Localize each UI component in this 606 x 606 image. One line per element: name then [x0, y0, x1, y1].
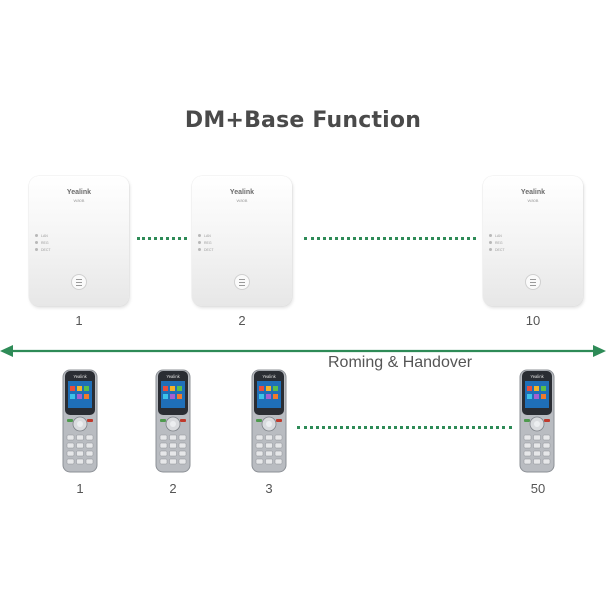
led-indicator: REG: [489, 239, 505, 246]
led-indicator: LAN: [35, 232, 51, 239]
base-station-2: Yealink W80B LAN REG DECT: [192, 176, 292, 306]
handset-50: Yealink: [519, 369, 555, 473]
led-indicator: LAN: [198, 232, 214, 239]
led-indicator: DECT: [35, 246, 51, 253]
arrow-head-right-icon: [593, 345, 606, 357]
base-model: W80B: [73, 198, 85, 203]
base-number-label: 2: [238, 313, 246, 328]
base-link-dots: [304, 237, 476, 240]
base-brand: Yealink: [66, 189, 92, 196]
base-paging-button: [71, 274, 87, 290]
base-number-label: 1: [75, 313, 83, 328]
handset-3: Yealink: [251, 369, 287, 473]
base-led-panel: LAN REG DECT: [489, 232, 505, 253]
led-indicator: DECT: [198, 246, 214, 253]
handset-number-label: 50: [530, 481, 546, 496]
led-indicator: DECT: [489, 246, 505, 253]
base-led-panel: LAN REG DECT: [35, 232, 51, 253]
base-model: W80B: [527, 198, 539, 203]
arrow-head-left-icon: [0, 345, 13, 357]
handset-brand: Yealink: [73, 374, 87, 379]
led-indicator: LAN: [489, 232, 505, 239]
handset-number-label: 1: [76, 481, 84, 496]
handset-number-label: 3: [265, 481, 273, 496]
base-number-label: 10: [525, 313, 541, 328]
base-station-10: Yealink W80B LAN REG DECT: [483, 176, 583, 306]
roaming-arrow: [0, 345, 606, 357]
handset-number-label: 2: [169, 481, 177, 496]
handset-brand: Yealink: [166, 374, 180, 379]
led-indicator: REG: [198, 239, 214, 246]
base-paging-button: [234, 274, 250, 290]
handset-brand: Yealink: [262, 374, 276, 379]
led-indicator: REG: [35, 239, 51, 246]
base-link-dots: [137, 237, 187, 240]
base-model: W80B: [236, 198, 248, 203]
base-brand: Yealink: [229, 189, 255, 196]
handset-1: Yealink: [62, 369, 98, 473]
handset-brand: Yealink: [530, 374, 544, 379]
diagram-title: DM+Base Function: [184, 108, 422, 133]
roaming-label: Roming & Handover: [328, 354, 473, 371]
base-brand: Yealink: [520, 189, 546, 196]
base-paging-button: [525, 274, 541, 290]
handset-link-dots: [297, 426, 512, 429]
base-station-1: Yealink W80B LAN REG DECT: [29, 176, 129, 306]
base-led-panel: LAN REG DECT: [198, 232, 214, 253]
handset-2: Yealink: [155, 369, 191, 473]
